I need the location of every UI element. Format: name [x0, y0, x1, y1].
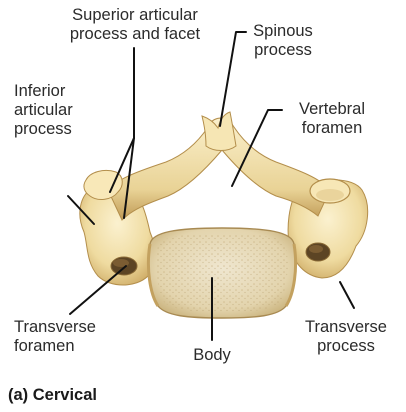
spinous-process: [201, 111, 237, 151]
body-porous-texture: [156, 234, 288, 312]
label-transverse-foramen: Transverse foramen: [14, 318, 96, 356]
label-transverse-process: Transverse process: [296, 318, 396, 356]
vertebral-arch: [107, 117, 331, 221]
label-body-text: Body: [193, 346, 231, 364]
leader-spinous: [219, 31, 247, 127]
label-vertebral-foramen-line2: foramen: [301, 119, 363, 137]
leader-transverse-foramen: [69, 265, 127, 315]
right-facet-shadow: [316, 189, 344, 201]
label-superior-articular-line2: process and facet: [69, 25, 201, 43]
label-superior-articular-process: Superior articular process and facet: [50, 6, 220, 44]
label-transverse-process-line1: Transverse: [305, 318, 387, 336]
right-foramen-highlight: [309, 245, 323, 253]
leader-transverse-process: [339, 281, 355, 309]
right-superior-articular-facet: [309, 178, 351, 204]
leader-lines: [67, 31, 355, 341]
leader-superior-articular-2: [123, 137, 135, 219]
label-vertebral-foramen: Vertebral foramen: [282, 100, 382, 138]
left-foramen-highlight: [113, 259, 129, 267]
label-vertebral-foramen-line1: Vertebral: [298, 100, 366, 118]
leader-inferior-articular: [67, 195, 95, 225]
label-spinous-process: Spinous process: [248, 22, 318, 60]
figure-caption: (a) Cervical: [8, 386, 97, 404]
label-spinous-line2: process: [254, 41, 312, 59]
label-inferior-articular-process: Inferior articular process: [14, 82, 73, 139]
label-spinous-line1: Spinous: [253, 22, 313, 40]
label-body: Body: [182, 346, 242, 365]
body-rim-left: [146, 243, 160, 307]
label-transverse-foramen-line1: Transverse: [14, 318, 96, 336]
label-inferior-articular-line3: process: [14, 120, 72, 138]
label-inferior-articular-line2: articular: [14, 101, 73, 119]
left-superior-articular-facet: [83, 169, 123, 200]
leader-vertebral-foramen: [231, 109, 283, 187]
label-transverse-process-line2: process: [317, 337, 375, 355]
label-transverse-foramen-line2: foramen: [14, 337, 75, 355]
label-superior-articular-line1: Superior articular: [72, 6, 198, 24]
label-inferior-articular-line1: Inferior: [14, 82, 66, 100]
body-rim-right: [284, 243, 298, 307]
